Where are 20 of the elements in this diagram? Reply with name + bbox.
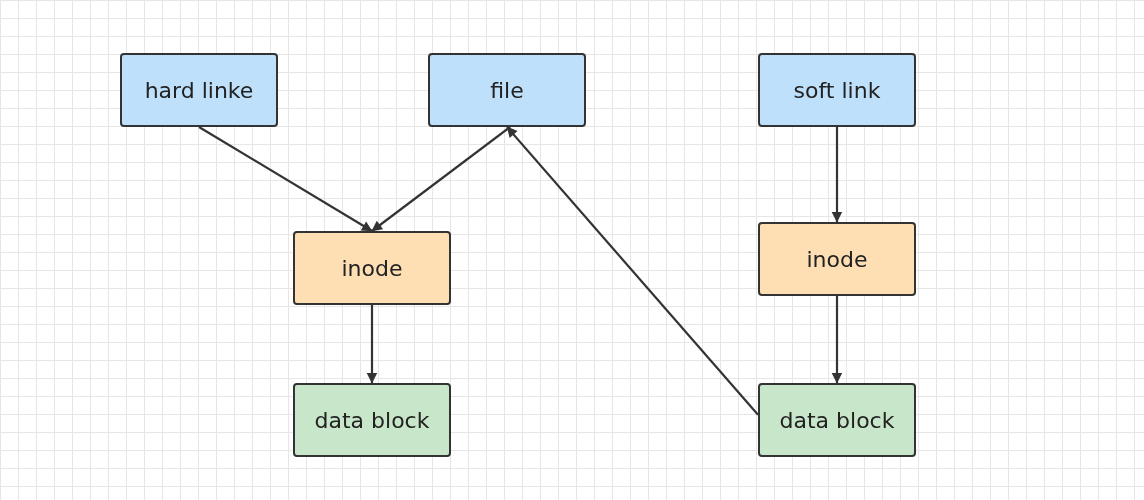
- process-box: [758, 53, 916, 127]
- arrow: [506, 126, 759, 416]
- process-box: [758, 222, 916, 296]
- arrow: [831, 296, 843, 384]
- node-label: data block: [314, 407, 430, 433]
- node-label: hard linke: [144, 77, 254, 103]
- node-label: file: [490, 77, 524, 103]
- node-label: inode: [806, 246, 868, 272]
- arrow: [366, 305, 378, 384]
- node-label: data block: [779, 407, 895, 433]
- node-label: inode: [341, 255, 403, 281]
- node-label: soft link: [793, 77, 881, 103]
- process-box: [428, 53, 586, 127]
- process-box: [293, 383, 451, 457]
- process-box: [758, 383, 916, 457]
- arrow: [198, 126, 373, 232]
- process-box: [120, 53, 278, 127]
- process-box: [293, 231, 451, 305]
- arrow: [371, 126, 511, 232]
- arrow: [831, 127, 843, 223]
